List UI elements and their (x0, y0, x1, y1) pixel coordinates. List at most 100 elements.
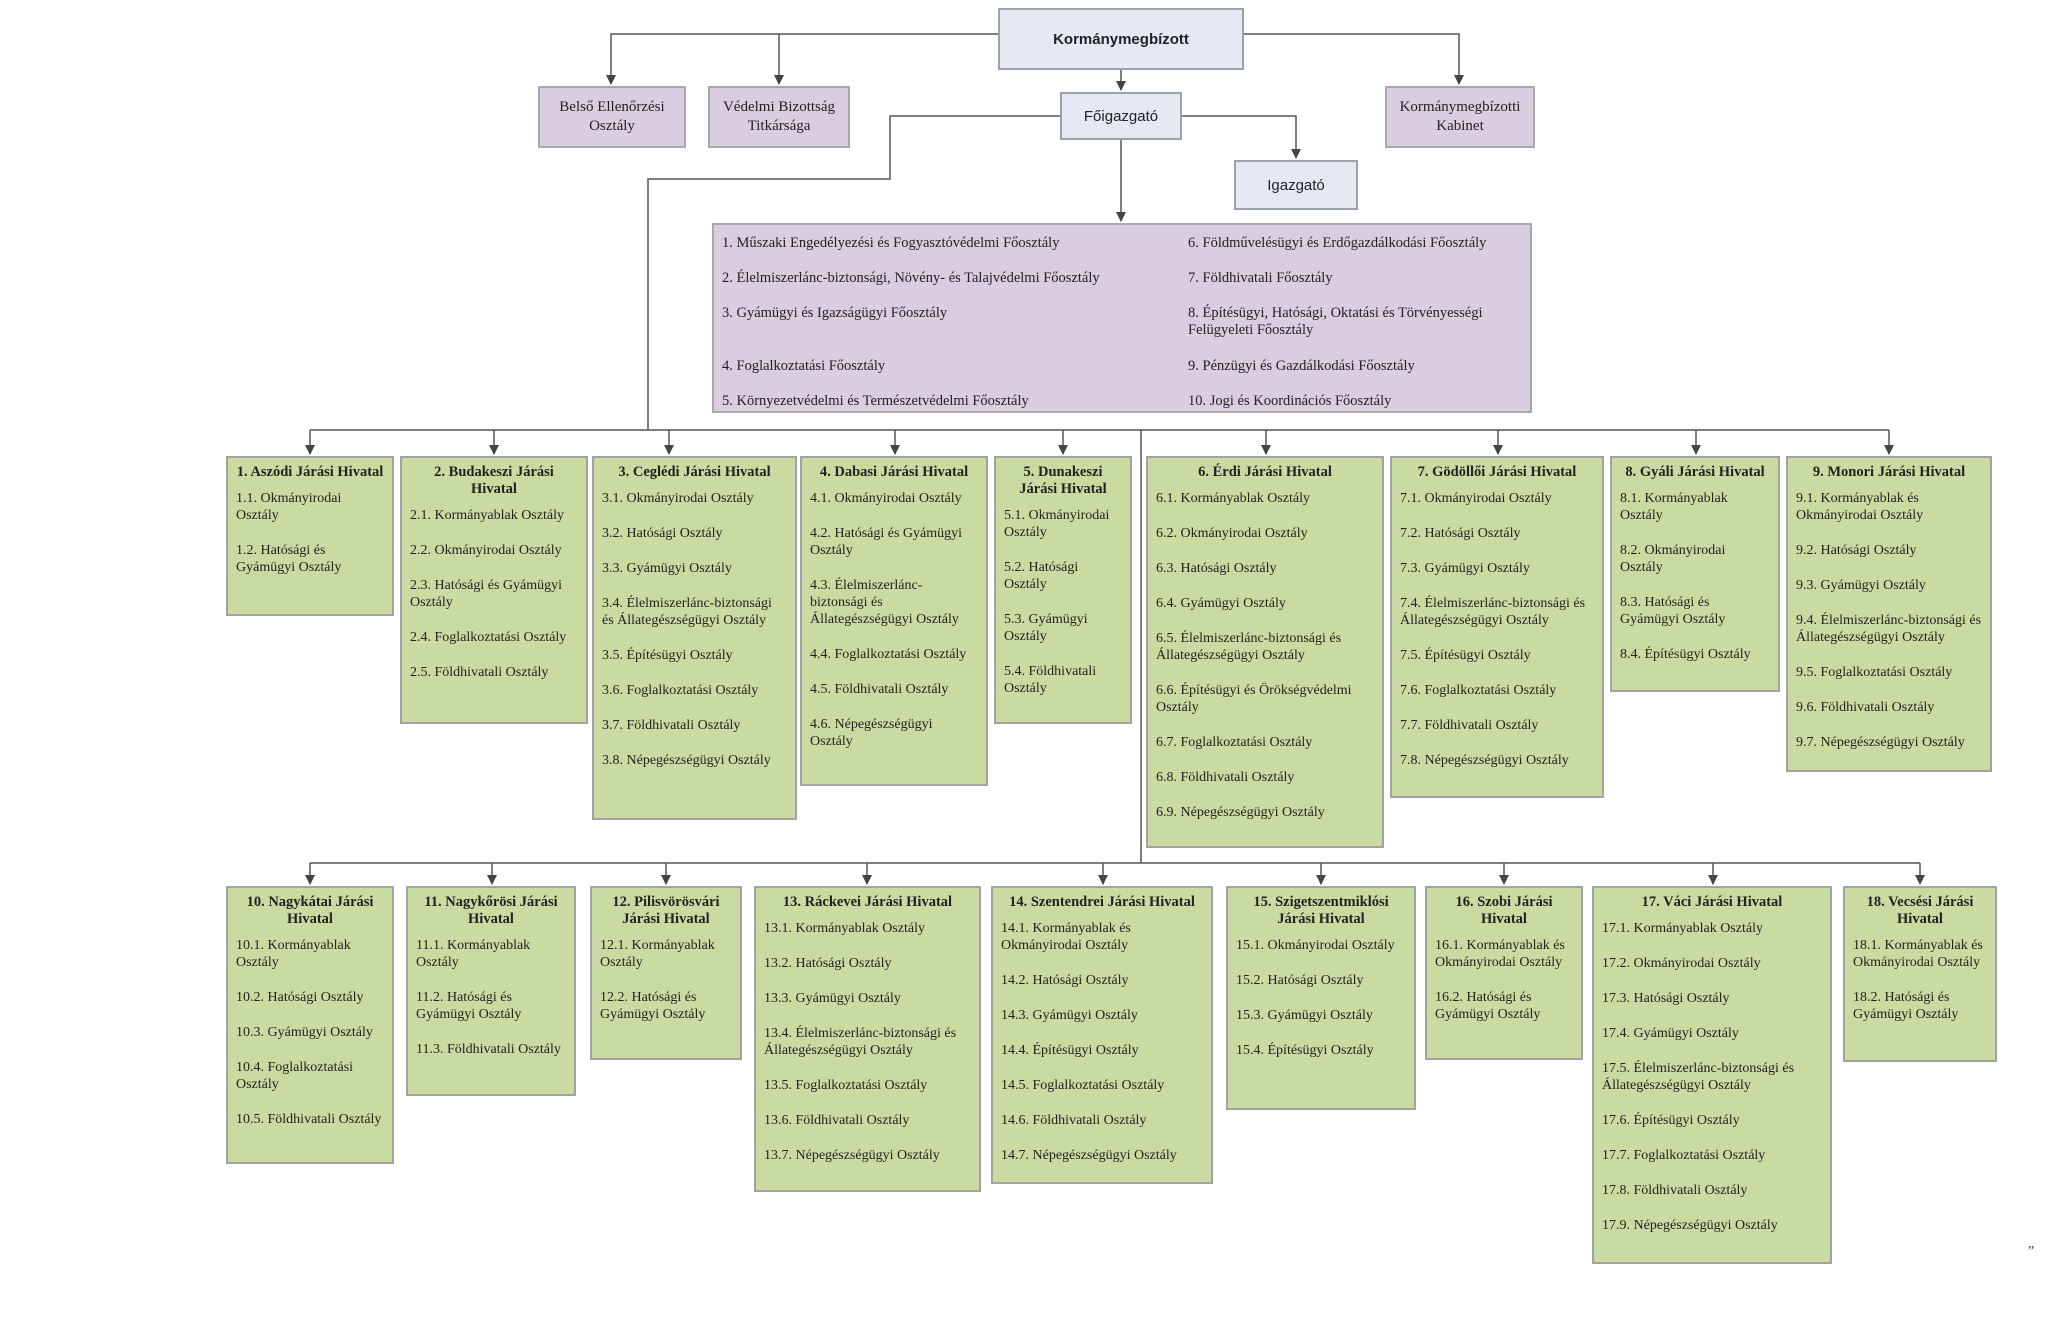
department-item: 6. Földművelésügyi és Erdőgazdálkodási F… (1188, 235, 1487, 251)
office-unit: 6.1. Kormányablak Osztály (1156, 491, 1310, 506)
departments-box: 1. Műszaki Engedélyezési és Fogyasztóvéd… (712, 223, 1532, 413)
office-unit: 17.8. Földhivatali Osztály (1602, 1183, 1748, 1198)
office-box-row2-8: 17. Váci Járási Hivatal 17.1. Kormányabla… (1592, 886, 1832, 1264)
office-title: 12. Pilisvörösvári Járási Hivatal (612, 894, 720, 927)
office-unit: 7.3. Gyámügyi Osztály (1400, 561, 1530, 576)
office-box-row2-4: 13. Ráckevei Járási Hivatal 13.1. Kormány… (754, 886, 981, 1192)
office-unit: 9.5. Foglalkoztatási Osztály (1796, 665, 1953, 680)
office-unit: 14.2. Hatósági Osztály (1001, 973, 1129, 988)
office-unit: 2.2. Okmányirodai Osztály (410, 543, 562, 558)
office-title: 8. Gyáli Járási Hivatal (1625, 464, 1765, 480)
office-unit: 17.5. Élelmiszerlánc-biztonsági és Állat… (1602, 1061, 1795, 1093)
office-unit: 4.4. Foglalkoztatási Osztály (810, 647, 967, 662)
office-unit: 9.4. Élelmiszerlánc-biztonsági és Állate… (1796, 613, 1982, 645)
office-unit: 2.3. Hatósági és Gyámügyi Osztály (410, 578, 563, 610)
office-unit: 11.2. Hatósági és Gyámügyi Osztály (416, 990, 522, 1022)
office-unit: 8.3. Hatósági és Gyámügyi Osztály (1620, 595, 1726, 627)
office-title: 10. Nagykátai Járási Hivatal (246, 894, 374, 927)
office-unit: 10.5. Földhivatali Osztály (236, 1112, 382, 1127)
office-title: 13. Ráckevei Járási Hivatal (782, 894, 953, 910)
foigazgato-box: Főigazgató (1060, 92, 1182, 140)
office-unit: 7.1. Okmányirodai Osztály (1400, 491, 1552, 506)
office-unit: 10.3. Gyámügyi Osztály (236, 1025, 373, 1040)
office-unit: 13.1. Kormányablak Osztály (764, 921, 925, 936)
office-title: 6. Érdi Járási Hivatal (1198, 464, 1332, 480)
office-unit: 2.4. Foglalkoztatási Osztály (410, 630, 567, 645)
department-item: 2. Élelmiszerlánc-biztonsági, Növény- és… (722, 270, 1100, 286)
belso-ellenorzesi-label: Belső Ellenőrzési Osztály (559, 99, 665, 134)
belso-ellenorzesi-box: Belső Ellenőrzési Osztály (538, 86, 686, 148)
office-box-row1-8: 8. Gyáli Járási Hivatal 8.1. Kormányablak… (1610, 456, 1780, 692)
office-unit: 4.1. Okmányirodai Osztály (810, 491, 962, 506)
office-unit: 16.1. Kormányablak és Okmányirodai Osztá… (1435, 938, 1565, 970)
office-unit: 15.1. Okmányirodai Osztály (1236, 938, 1395, 953)
office-unit: 6.6. Építésügyi és Örökségvédelmi Osztál… (1156, 683, 1352, 715)
office-title: 7. Gödöllői Járási Hivatal (1417, 464, 1577, 480)
office-unit: 11.1. Kormányablak Osztály (416, 938, 531, 970)
office-unit: 3.1. Okmányirodai Osztály (602, 491, 754, 506)
office-unit: 14.5. Foglalkoztatási Osztály (1001, 1078, 1165, 1093)
office-unit: 7.7. Földhivatali Osztály (1400, 718, 1539, 733)
office-unit: 7.4. Élelmiszerlánc-biztonsági és Állate… (1400, 596, 1586, 628)
office-unit: 4.3. Élelmiszerlánc-biztonsági és Állate… (810, 578, 959, 627)
office-unit: 17.9. Népegészségügyi Osztály (1602, 1218, 1778, 1233)
office-unit: 8.1. Kormányablak Osztály (1620, 491, 1728, 523)
office-unit: 3.6. Foglalkoztatási Osztály (602, 683, 759, 698)
office-unit: 9.6. Földhivatali Osztály (1796, 700, 1935, 715)
office-unit: 10.2. Hatósági Osztály (236, 990, 364, 1005)
office-unit: 7.8. Népegészségügyi Osztály (1400, 753, 1569, 768)
office-box-row1-1: 1. Aszódi Járási Hivatal 1.1. Okmányiroda… (226, 456, 394, 616)
office-unit: 4.6. Népegészségügyi Osztály (810, 717, 933, 749)
vedelmi-bizottsag-box: Védelmi Bizottság Titkársága (708, 86, 850, 148)
office-title: 3. Ceglédi Járási Hivatal (618, 464, 771, 480)
office-title: 14. Szentendrei Járási Hivatal (1009, 894, 1195, 910)
office-unit: 7.2. Hatósági Osztály (1400, 526, 1521, 541)
office-box-row1-7: 7. Gödöllői Járási Hivatal 7.1. Okmányiro… (1390, 456, 1604, 798)
office-unit: 3.7. Földhivatali Osztály (602, 718, 741, 733)
office-unit: 13.4. Élelmiszerlánc-biztonsági és Állat… (764, 1026, 957, 1058)
office-unit: 10.4. Foglalkoztatási Osztály (236, 1060, 354, 1092)
kormanymegbizott-label: Kormánymegbízott (1053, 30, 1189, 48)
department-item: 7. Földhivatali Főosztály (1188, 270, 1333, 286)
office-unit: 1.1. Okmányirodai Osztály (236, 491, 342, 523)
vedelmi-bizottsag-label: Védelmi Bizottság Titkársága (722, 99, 836, 134)
office-unit: 16.2. Hatósági és Gyámügyi Osztály (1435, 990, 1541, 1022)
office-unit: 13.5. Foglalkoztatási Osztály (764, 1078, 928, 1093)
office-title: 5. Dunakeszi Járási Hivatal (1019, 464, 1107, 497)
office-unit: 14.3. Gyámügyi Osztály (1001, 1008, 1138, 1023)
office-unit: 4.5. Földhivatali Osztály (810, 682, 949, 697)
office-unit: 4.2. Hatósági és Gyámügyi Osztály (810, 526, 963, 558)
office-unit: 17.7. Foglalkoztatási Osztály (1602, 1148, 1766, 1163)
office-unit: 17.1. Kormányablak Osztály (1602, 921, 1763, 936)
office-box-row2-7: 16. Szobi Járási Hivatal 16.1. Kormányabl… (1425, 886, 1583, 1060)
office-unit: 6.9. Népegészségügyi Osztály (1156, 805, 1325, 820)
office-unit: 3.5. Építésügyi Osztály (602, 648, 733, 663)
kabinet-label: Kormánymegbízotti Kabinet (1399, 99, 1521, 134)
department-item: 3. Gyámügyi és Igazságügyi Főosztály (722, 305, 948, 321)
office-unit: 13.6. Földhivatali Osztály (764, 1113, 910, 1128)
office-unit: 11.3. Földhivatali Osztály (416, 1042, 561, 1057)
kabinet-box: Kormánymegbízotti Kabinet (1385, 86, 1535, 148)
office-unit: 3.4. Élelmiszerlánc-biztonsági és Állate… (602, 596, 772, 628)
department-item: 8. Építésügyi, Hatósági, Oktatási és Tör… (1188, 305, 1483, 338)
office-title: 16. Szobi Járási Hivatal (1455, 894, 1553, 927)
office-title: 17. Váci Járási Hivatal (1641, 894, 1783, 910)
office-unit: 6.2. Okmányirodai Osztály (1156, 526, 1308, 541)
office-unit: 17.4. Gyámügyi Osztály (1602, 1026, 1739, 1041)
kormanymegbizott-box: Kormánymegbízott (998, 8, 1244, 70)
office-unit: 12.2. Hatósági és Gyámügyi Osztály (600, 990, 706, 1022)
office-unit: 6.8. Földhivatali Osztály (1156, 770, 1295, 785)
office-unit: 8.4. Építésügyi Osztály (1620, 647, 1751, 662)
department-item: 9. Pénzügyi és Gazdálkodási Főosztály (1188, 358, 1415, 374)
office-unit: 7.5. Építésügyi Osztály (1400, 648, 1531, 663)
office-title: 15. Szigetszentmiklósi Járási Hivatal (1253, 894, 1389, 927)
office-title: 1. Aszódi Járási Hivatal (236, 464, 384, 480)
office-title: 18. Vecsési Járási Hivatal (1866, 894, 1974, 927)
corner-mark: ” (2028, 1244, 2035, 1259)
